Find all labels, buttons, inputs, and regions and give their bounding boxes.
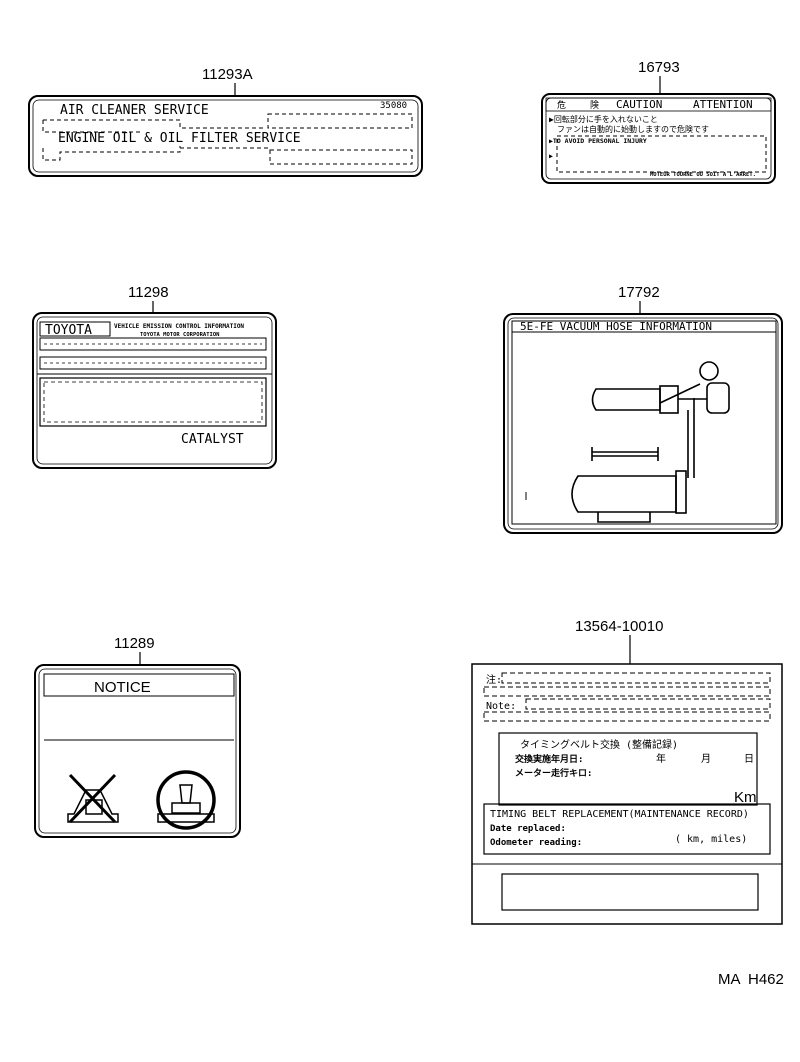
label-outline	[471, 663, 783, 925]
part-11293A: 11293A AIR CLEANER SERVICE 35080 ENGINE …	[28, 66, 423, 177]
engine-oil-service-text: ENGINE OIL & OIL FILTER SERVICE	[58, 131, 301, 146]
drawing-code: MA H462	[718, 971, 784, 988]
note-en-field	[525, 698, 771, 710]
en-unit-label: ( km, miles)	[675, 834, 747, 845]
note-en-field-2	[483, 711, 771, 722]
spec-row-2	[39, 356, 267, 370]
jp-meter-label: メーター走行キロ:	[515, 767, 592, 779]
en-odometer-label: Odometer reading:	[490, 837, 582, 848]
label-outline	[28, 95, 423, 177]
part-17792: 17792 5E-FE VACUUM HOSE INFORMATION	[503, 284, 783, 534]
danger-jp-1: 危	[557, 99, 566, 111]
part-number-16793: 16793	[638, 59, 680, 76]
jp-year: 年	[656, 752, 666, 765]
lower-base	[597, 512, 651, 523]
part-number-17792: 17792	[618, 284, 660, 301]
vacuum-hose-schematic	[525, 361, 730, 523]
notice-text: NOTICE	[94, 679, 151, 696]
en-date-label: Date replaced:	[490, 824, 566, 834]
vertical-hose	[687, 398, 695, 478]
jp-record-title: タイミングベルト交換 (整備記録)	[520, 738, 678, 751]
arrow-marker: ▶	[549, 152, 553, 160]
upper-pipe	[591, 388, 661, 411]
label-inner-border	[507, 317, 779, 530]
catalyst-text: CATALYST	[181, 432, 244, 447]
upper-valve	[706, 382, 730, 414]
label-inner-border	[36, 316, 273, 465]
label-outline	[503, 313, 783, 534]
label-inner-border	[32, 99, 419, 173]
label-code: 35080	[380, 101, 407, 111]
jp-warning-line-1: ▶回転部分に手を入れないこと	[549, 114, 658, 124]
brand-box	[39, 321, 111, 337]
jp-month: 月	[701, 753, 711, 765]
lower-body	[571, 475, 677, 513]
bottom-field	[501, 873, 759, 911]
vacuum-hose-title: 5E-FE VACUUM HOSE INFORMATION	[520, 320, 712, 333]
permitted-icon	[156, 770, 216, 830]
diag-link	[659, 383, 701, 404]
part-number-13564-10010: 13564-10010	[575, 618, 663, 635]
part-number-11293A: 11293A	[202, 66, 253, 83]
en-record-box	[483, 803, 771, 855]
warning-text-box	[556, 135, 767, 173]
spec-row-1	[39, 337, 267, 351]
label-inner-border	[38, 668, 237, 834]
diagram-area	[511, 331, 777, 525]
part-number-11289: 11289	[114, 635, 155, 652]
toyota-brand: TOYOTA	[45, 323, 92, 338]
jp-km-unit: Km	[734, 789, 757, 806]
notice-band	[43, 673, 235, 697]
note-jp-field-2	[483, 686, 771, 697]
part-11298: 11298 TOYOTA VEHICLE EMISSION CONTROL IN…	[32, 284, 277, 469]
note-en-label: Note:	[486, 701, 516, 712]
attention-text: ATTENTION	[693, 98, 753, 111]
label-outline	[32, 312, 277, 469]
emission-title: VEHICLE EMISSION CONTROL INFORMATION	[114, 323, 244, 330]
jp-date-label: 交換実施年月日:	[515, 753, 583, 765]
en-record-title: TIMING BELT REPLACEMENT(MAINTENANCE RECO…	[490, 809, 749, 820]
header-band	[545, 97, 772, 112]
info-box-dashed	[43, 381, 263, 423]
label-outline	[541, 93, 776, 184]
part-number-11298: 11298	[128, 284, 169, 301]
jp-warning-line-2: ファンは自動的に始動しますので危険です	[557, 124, 709, 134]
note-jp-field	[501, 672, 771, 684]
part-13564-10010: 13564-10010 注: Note: タイミングベルト交換 (整備記録) 交…	[471, 618, 783, 925]
manufacturer-line: TOYOTA MOTOR CORPORATION	[140, 332, 219, 338]
air-cleaner-service-text: AIR CLEANER SERVICE	[60, 103, 209, 118]
en-warning-line: ▶TO AVOID PERSONAL INJURY	[549, 137, 647, 145]
jp-record-box	[498, 732, 758, 806]
label-outline	[34, 664, 241, 838]
fr-warning-line: MOTEUR TOURNE OU SOIT A L'ARRET.	[650, 172, 756, 178]
jp-day: 日	[744, 754, 754, 765]
danger-jp-2: 険	[590, 100, 599, 111]
caution-text: CAUTION	[616, 98, 662, 111]
small-hose	[591, 447, 659, 461]
vacuum-port-circle	[699, 361, 719, 381]
part-16793: 16793 危 険 CAUTION ATTENTION ▶回転部分に手を入れない…	[541, 59, 776, 184]
entry-boxes	[42, 113, 413, 165]
lower-end	[675, 470, 687, 514]
note-jp-label: 注:	[486, 673, 502, 686]
part-11289: 11289 NOTICE	[34, 635, 241, 838]
prohibited-icon	[67, 773, 119, 824]
info-box	[39, 377, 267, 427]
